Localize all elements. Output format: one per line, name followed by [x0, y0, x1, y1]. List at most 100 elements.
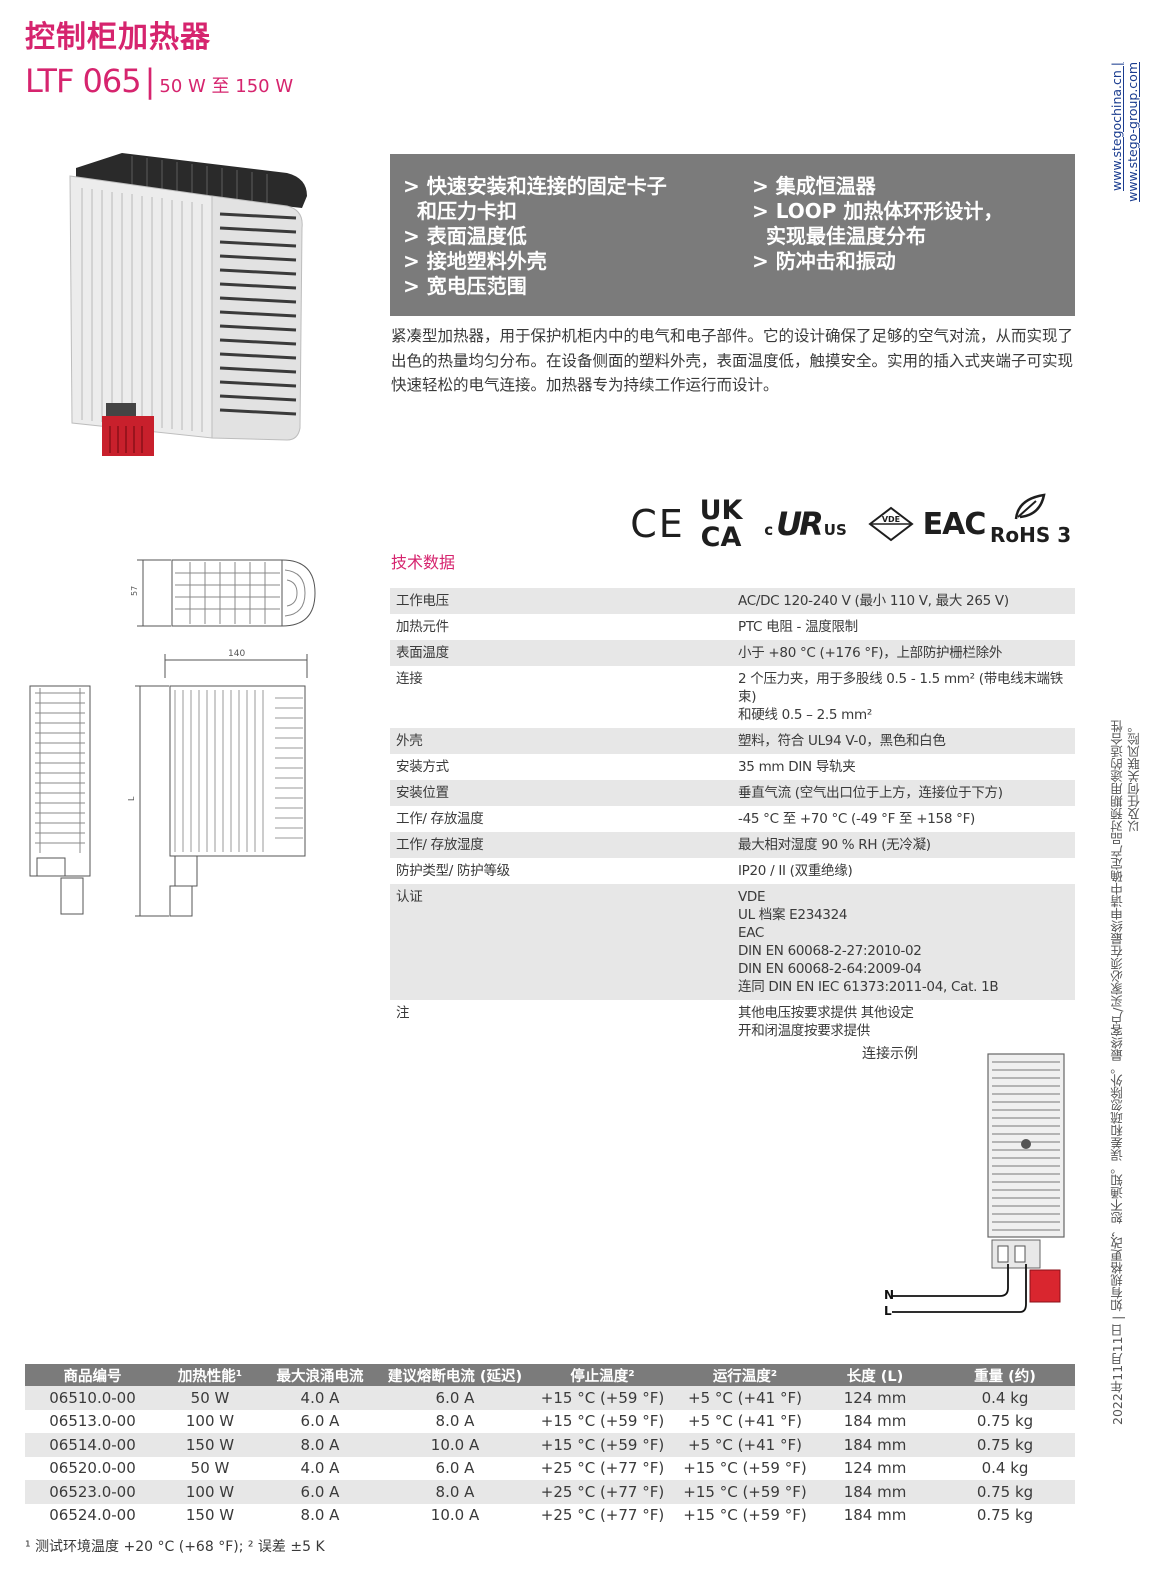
url-stegochina[interactable]: www.stegochina.cn | — [1109, 62, 1124, 191]
spec-value: AC/DC 120-240 V (最小 110 V, 最大 265 V) — [738, 593, 1009, 609]
spec-value: 其他电压按要求提供 其他设定 开和闭温度按要求提供 — [730, 1000, 1075, 1044]
page-title: 控制柜加热器 — [25, 20, 211, 55]
cell: 8.0 A — [380, 1480, 530, 1504]
spec-label: 安装位置 — [396, 785, 449, 801]
spec-label: 注 — [396, 1005, 410, 1021]
ul-c: c — [764, 521, 774, 539]
spec-value: PTC 电阻 - 温度限制 — [738, 619, 858, 635]
vde-mark-icon: VDE — [868, 506, 914, 542]
spec-row: 连接 2 个压力夹，用于多股线 0.5 - 1.5 mm² (带电线末端铁束) … — [390, 666, 1075, 728]
cell: 50 W — [190, 1459, 230, 1478]
col-header: 商品编号 — [25, 1364, 160, 1386]
spec-label: 表面温度 — [396, 645, 449, 661]
dimension-140-label: 140 — [228, 649, 245, 659]
spec-value-line: VDE — [738, 889, 766, 905]
ul-us: US — [823, 521, 847, 539]
side-urls: www.stegochina.cn | www.stego-group.com — [1107, 62, 1143, 212]
cell: +5 °C (+41 °F) — [675, 1386, 815, 1410]
spec-value-line: 其他电压按要求提供 其他设定 — [738, 1005, 914, 1021]
cell: 06514.0-00 — [25, 1433, 160, 1457]
power-range: 50 W 至 150 W — [159, 76, 294, 97]
cell: 124 mm — [815, 1386, 935, 1410]
cell: 10.0 A — [430, 1506, 480, 1525]
spec-value: IP20 / II (双重绝缘) — [738, 863, 853, 879]
order-table-header: 商品编号 加热性能¹ 最大浪涌电流 建议熔断电流 (延迟) 停止温度² 运行温度… — [25, 1364, 1075, 1386]
spec-value: 小于 +80 °C (+176 °F)，上部防护栅栏除外 — [738, 645, 1003, 661]
spec-label: 工作/ 存放温度 — [396, 811, 484, 827]
feature-item-continued: 和压力卡扣 — [417, 199, 517, 223]
cell: +5 °C (+41 °F) — [688, 1412, 802, 1431]
col-header: 长度 (L) — [815, 1364, 935, 1386]
cell: 0.4 kg — [935, 1386, 1075, 1410]
spec-label: 工作/ 存放湿度 — [396, 837, 484, 853]
live-wire-label: L — [884, 1304, 892, 1318]
cell: 0.75 kg — [935, 1480, 1075, 1504]
spec-row: 防护类型/ 防护等级 IP20 / II (双重绝缘) — [390, 858, 1075, 884]
col-header: 建议熔断电流 (延迟) — [380, 1364, 530, 1386]
feature-item-continued: 实现最佳温度分布 — [766, 224, 926, 248]
product-photo — [62, 148, 312, 463]
cell: +15 °C (+59 °F) — [530, 1386, 675, 1410]
rohs-text: RoHS 3 — [990, 523, 1072, 547]
spec-row: 工作/ 存放湿度 最大相对湿度 90 % RH (无冷凝) — [390, 832, 1075, 858]
cell: +15 °C (+59 °F) — [530, 1433, 675, 1457]
tech-data-heading: 技术数据 — [391, 553, 456, 572]
spec-label: 加热元件 — [396, 619, 449, 635]
feature-box: > 快速安装和连接的固定卡子 和压力卡扣 > 表面温度低 > 接地塑料外壳 > … — [390, 154, 1075, 316]
model-number: LTF 065 — [25, 62, 142, 100]
cell: 8.0 A — [300, 1506, 340, 1525]
feature-item: > 表面温度低 — [403, 224, 527, 248]
col-header: 重量 (约) — [935, 1364, 1075, 1386]
cell: 06510.0-00 — [25, 1386, 160, 1410]
spec-row: 工作/ 存放温度 -45 °C 至 +70 °C (-49 °F 至 +158 … — [390, 806, 1075, 832]
cell: +25 °C (+77 °F) — [540, 1506, 665, 1525]
star-mark-icon — [1021, 1139, 1031, 1149]
certification-marks: CE UK CA c UR US VDE EAC RoHS 3 — [630, 493, 1075, 553]
cell: +25 °C (+77 °F) — [530, 1480, 675, 1504]
cell: +15 °C (+59 °F) — [683, 1459, 807, 1478]
feature-list-right: > 集成恒温器 > LOOP 加热体环形设计， 实现最佳温度分布 > 防冲击和振… — [752, 174, 1067, 274]
spec-row: 表面温度 小于 +80 °C (+176 °F)，上部防护栅栏除外 — [390, 640, 1075, 666]
spec-value: 最大相对湿度 90 % RH (无冷凝) — [738, 837, 931, 853]
cell: 184 mm — [843, 1412, 907, 1431]
spec-label: 认证 — [396, 889, 423, 905]
spec-label: 防护类型/ 防护等级 — [396, 863, 510, 879]
connection-diagram: N L — [870, 1050, 1075, 1320]
technical-drawings: 57 140 L — [25, 548, 355, 923]
cell: 4.0 A — [260, 1386, 380, 1410]
spec-value: 35 mm DIN 导轨夹 — [738, 759, 856, 775]
feature-item: > 防冲击和振动 — [752, 249, 896, 273]
disclaimer-line-2: 以及任何关联风险。 — [1127, 720, 1142, 833]
spec-value: 垂直气流 (空气出口位于上方，连接位于下方) — [738, 785, 1003, 801]
spec-row: 工作电压 AC/DC 120-240 V (最小 110 V, 最大 265 V… — [390, 588, 1075, 614]
leaf-icon — [1014, 493, 1046, 520]
spec-table: 工作电压 AC/DC 120-240 V (最小 110 V, 最大 265 V… — [390, 588, 1075, 1044]
cell: 06520.0-00 — [49, 1459, 136, 1478]
cell: 150 W — [185, 1506, 235, 1525]
cell: 184 mm — [843, 1506, 907, 1525]
url-stego-group[interactable]: www.stego-group.com — [1125, 62, 1140, 202]
cell: 8.0 A — [435, 1412, 475, 1431]
spec-label: 工作电压 — [396, 593, 449, 609]
spec-row: 认证 VDE UL 档案 E234324 EAC DIN EN 60068-2-… — [390, 884, 1075, 1000]
spec-value-line: DIN EN 60068-2-27:2010-02 — [738, 943, 922, 959]
cell: 100 W — [185, 1412, 235, 1431]
spec-value-line: DIN EN 60068-2-64:2009-04 — [738, 961, 922, 977]
col-header: 运行温度² — [675, 1364, 815, 1386]
intro-paragraph: 紧凑型加热器，用于保护机柜内中的电气和电子部件。它的设计确保了足够的空气对流，从… — [391, 327, 1074, 394]
cell: 06523.0-00 — [25, 1480, 160, 1504]
cell: 4.0 A — [300, 1459, 340, 1478]
cell: +15 °C (+59 °F) — [540, 1412, 665, 1431]
spec-row: 加热元件 PTC 电阻 - 温度限制 — [390, 614, 1075, 640]
spec-label: 连接 — [396, 671, 423, 687]
spec-label: 外壳 — [396, 733, 423, 749]
spec-value: -45 °C 至 +70 °C (-49 °F 至 +158 °F) — [738, 811, 976, 827]
feature-item: > 快速安装和连接的固定卡子 — [403, 174, 667, 198]
spec-value: VDE UL 档案 E234324 EAC DIN EN 60068-2-27:… — [730, 884, 1075, 1000]
